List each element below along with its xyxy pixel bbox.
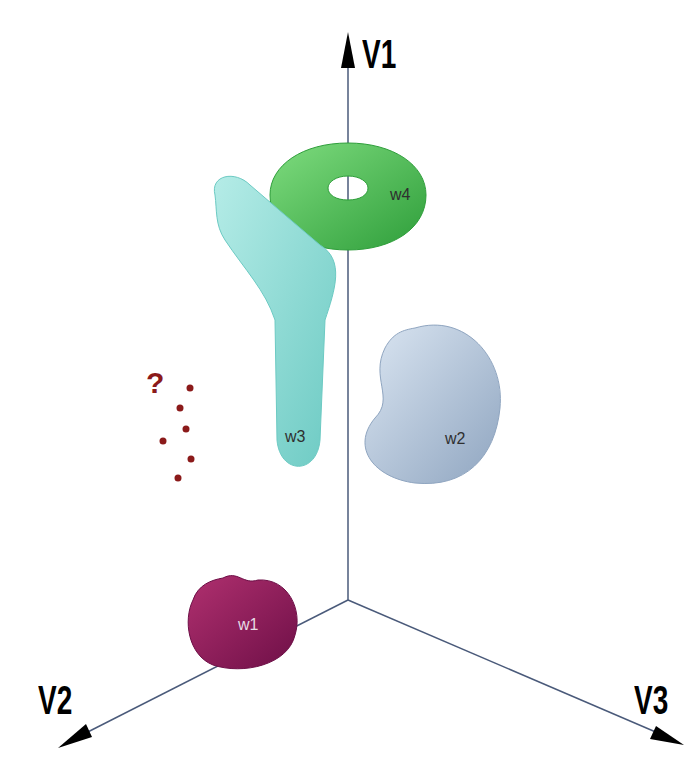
arrowhead: [58, 724, 92, 748]
cluster-label: w1: [238, 616, 258, 634]
axis-label: V1: [362, 34, 396, 74]
axis-line: [348, 600, 672, 739]
arrowhead: [650, 726, 684, 745]
question-mark: ?: [146, 368, 164, 398]
cluster-node: w1: [183, 570, 303, 675]
axis-label: V2: [38, 680, 72, 720]
cluster-node: w3: [205, 170, 345, 480]
cluster-node: w2: [355, 318, 505, 488]
bean-shape: [355, 318, 505, 488]
arrowhead: [341, 32, 355, 68]
cluster-label: w4: [390, 186, 410, 204]
boomerang-shape: [205, 170, 345, 480]
cluster-label: w3: [285, 428, 305, 446]
cluster-label: w2: [445, 430, 465, 448]
axis-line: [347, 60, 349, 600]
point-dots: [160, 385, 195, 482]
axis-label: V3: [634, 680, 668, 720]
